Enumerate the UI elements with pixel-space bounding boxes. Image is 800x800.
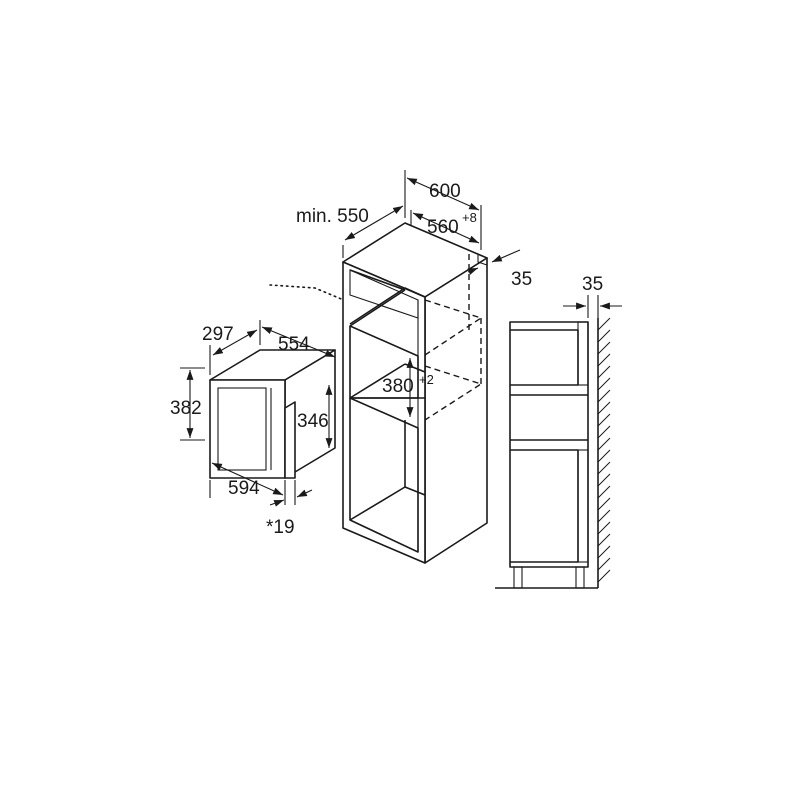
- tall-cabinet: [342, 222, 488, 564]
- cabinet-side: [424, 257, 488, 564]
- side-view: [495, 295, 622, 589]
- niche-dashed-bottom: [424, 365, 483, 421]
- side-foot-rear: [575, 566, 585, 589]
- label-niche-height: 380: [382, 376, 414, 397]
- microwave-frame: [284, 401, 296, 479]
- label-cabinet-depth: min. 550: [296, 206, 369, 227]
- label-appliance-width: 594: [228, 478, 260, 499]
- label-niche-height-tolerance: +2: [419, 372, 434, 387]
- label-appliance-depth-body: 554: [278, 334, 310, 355]
- label-niche-width: 560: [427, 217, 459, 238]
- microwave-front-face: [209, 379, 286, 479]
- label-appliance-body-height: 346: [297, 411, 329, 432]
- label-appliance-height: 382: [170, 398, 202, 419]
- side-upper-niche: [510, 329, 579, 386]
- label-front-offset: *19: [266, 517, 295, 538]
- cabinet-dimensions: [342, 170, 521, 417]
- label-cabinet-width: 600: [429, 181, 461, 202]
- label-rear-gap: 35: [511, 269, 532, 290]
- niche-dashed-top: [424, 299, 483, 356]
- cabinet-rear-gap: [477, 253, 488, 266]
- side-foot-front: [513, 566, 523, 589]
- label-appliance-depth: 297: [202, 324, 234, 345]
- wall-hatching: [597, 317, 611, 583]
- side-cabinet-outline: [509, 321, 589, 568]
- insertion-path-line: [269, 284, 464, 351]
- label-niche-width-tolerance: +8: [462, 210, 477, 225]
- side-lower-compartment: [510, 449, 579, 563]
- microwave-dimensions: [180, 320, 336, 507]
- microwave-appliance: [209, 349, 336, 479]
- label-side-rear-gap: 35: [582, 274, 603, 295]
